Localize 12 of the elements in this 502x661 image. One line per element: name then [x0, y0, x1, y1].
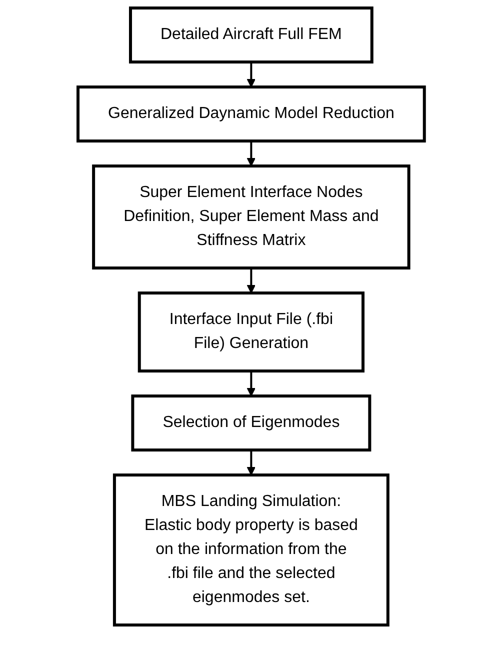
arrow	[246, 268, 256, 294]
arrow	[246, 141, 256, 166]
arrow	[246, 371, 256, 396]
node-box	[128, 6, 374, 64]
node-box	[131, 394, 371, 452]
node-box	[92, 164, 410, 270]
node-box	[76, 86, 426, 142]
node-box	[112, 474, 390, 626]
node-box	[138, 292, 364, 372]
arrow	[246, 62, 256, 88]
flowchart: Detailed Aircraft Full FEM Generalized Daynamic Model Reduction Super Element Interface Nodes Definition, Super Element Mass and Stiffness Matrix Interface Input File (.fbi File) Generation Selection of Eigenmodes MBS Landing Simulation: Elastic body property is based on the information from the .fbi file and the selected eigenmodes set.	[70, 0, 432, 633]
arrow	[246, 450, 256, 476]
